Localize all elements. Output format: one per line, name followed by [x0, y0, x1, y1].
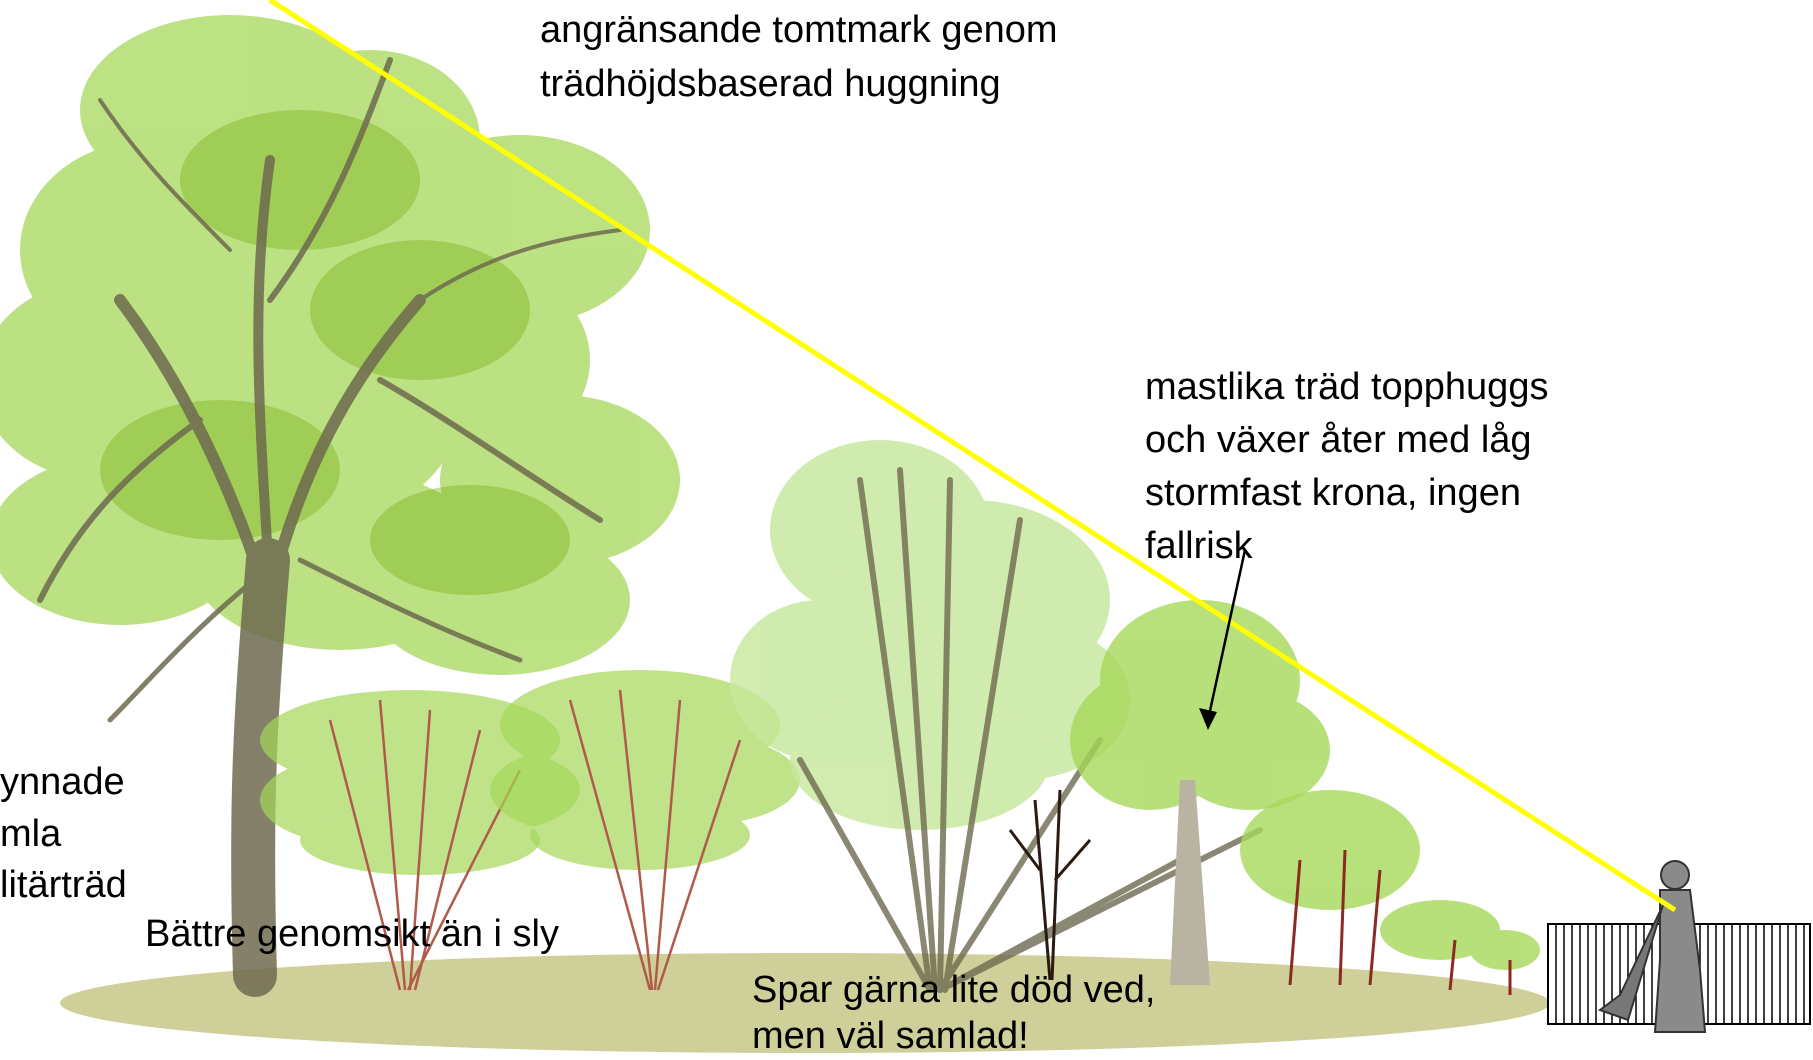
small-shrubs: [1240, 790, 1540, 995]
topped-tree: [1070, 600, 1330, 985]
label-visibility: Bättre genomsikt än i sly: [145, 912, 559, 957]
label-deadwood-line2: men väl samlad!: [752, 1014, 1029, 1059]
label-mast-line4: fallrisk: [1145, 524, 1253, 569]
label-mast-line2: och växer åter med låg: [1145, 418, 1532, 463]
label-mast-line1: mastlika träd topphuggs: [1145, 365, 1548, 410]
label-top-line2: trädhöjdsbaserad huggning: [540, 62, 1001, 107]
label-top-line1: angränsande tomtmark genom: [540, 8, 1058, 53]
label-mast-line3: stormfast krona, ingen: [1145, 471, 1521, 516]
label-left-line1: ynnade: [0, 760, 125, 805]
label-left-line3: litärträd: [0, 863, 127, 908]
label-left-line2: mla: [0, 812, 61, 857]
label-deadwood-line1: Spar gärna lite död ved,: [752, 968, 1156, 1013]
